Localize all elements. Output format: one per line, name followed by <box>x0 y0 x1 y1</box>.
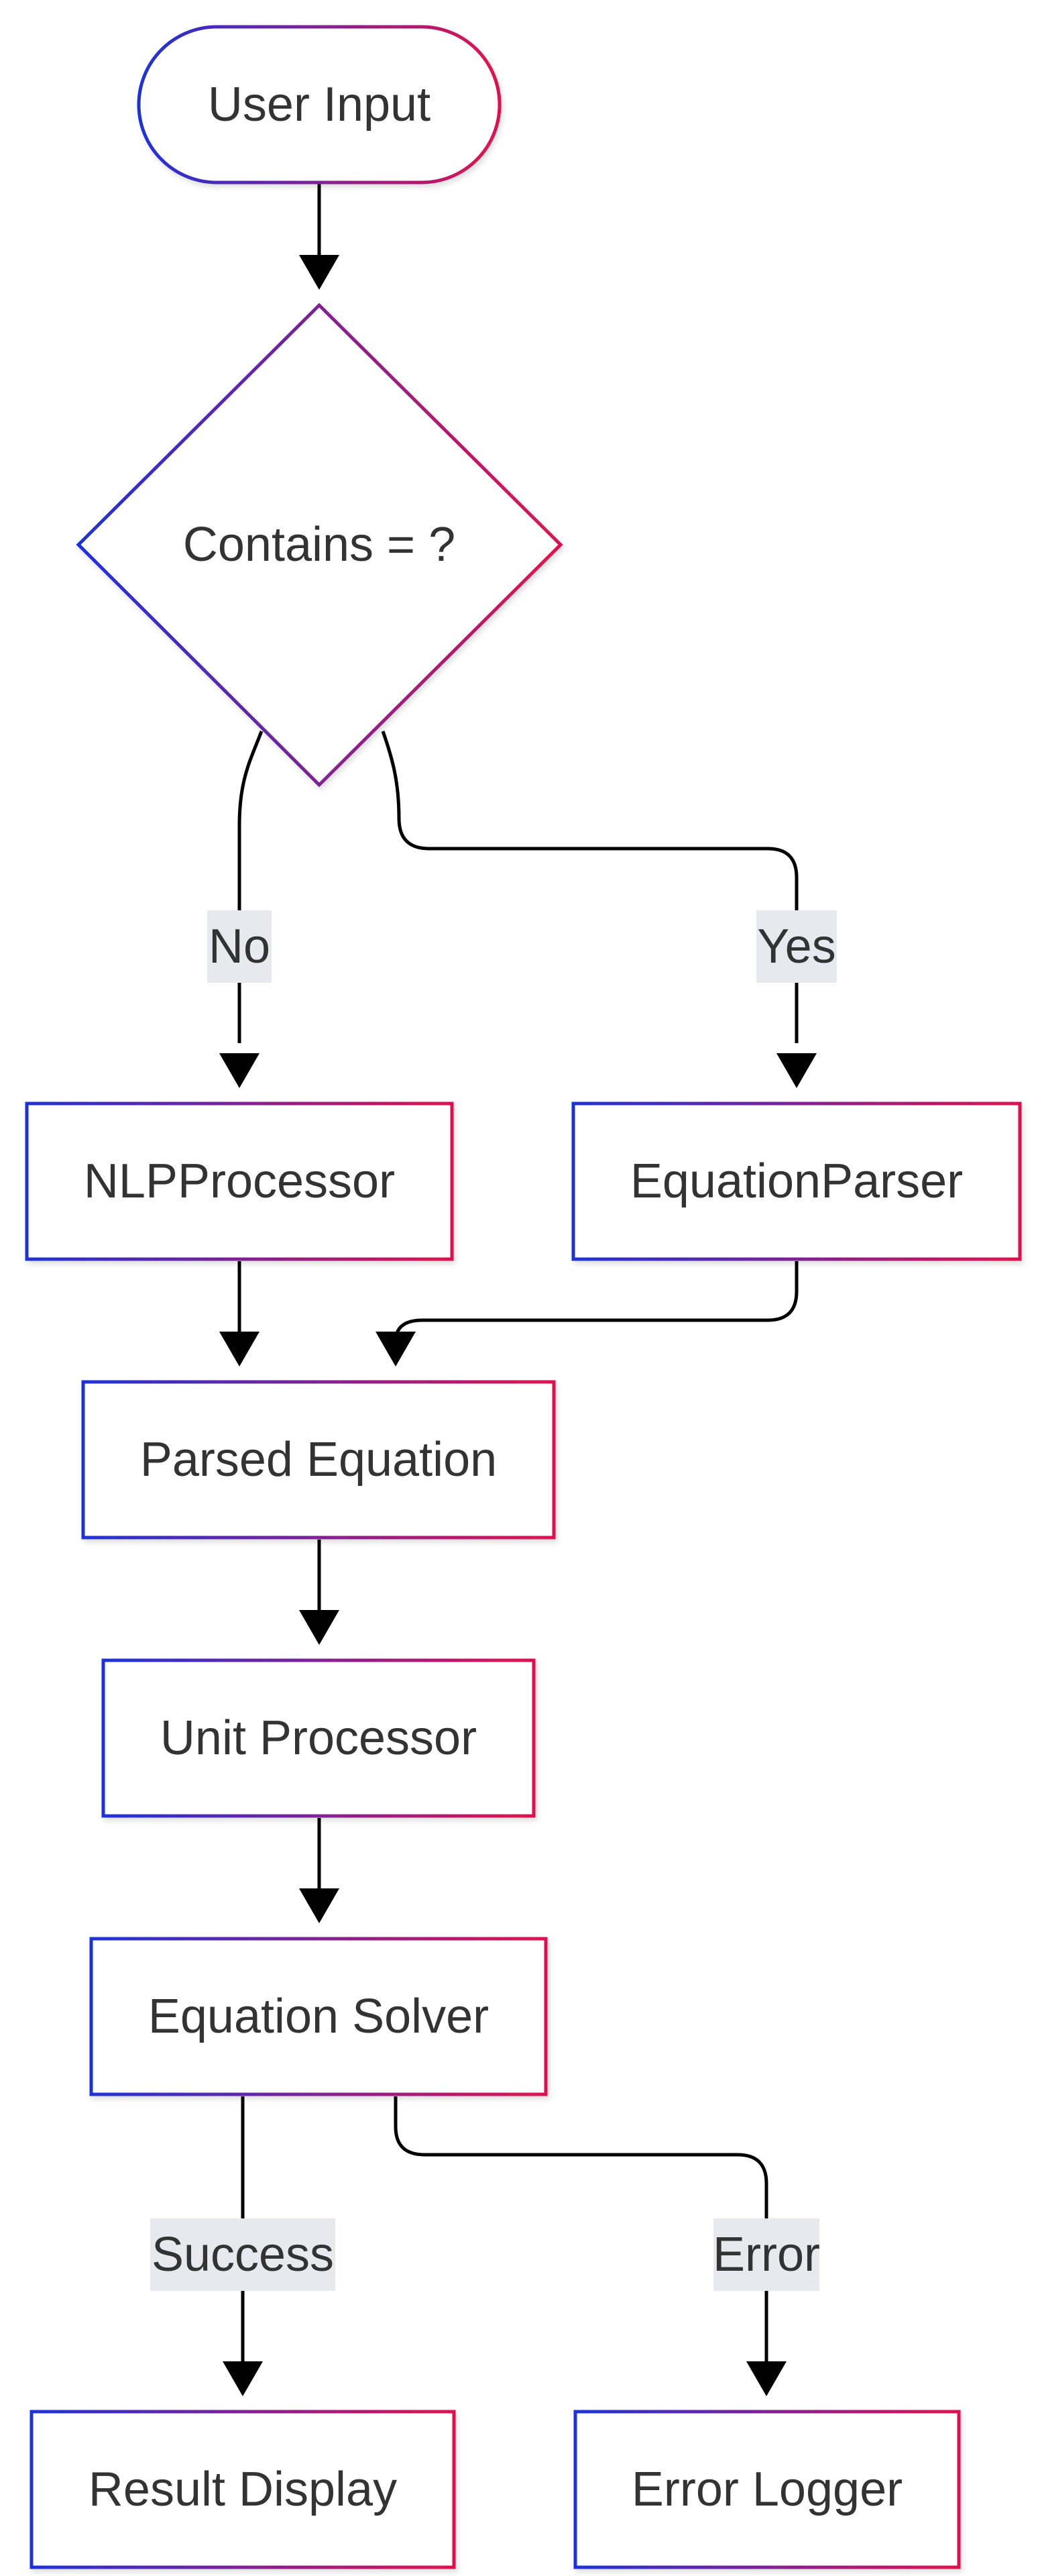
nodes: User Input Contains = ? NLPProcessor Equ… <box>25 25 1022 2569</box>
node-nlp-processor-label: NLPProcessor <box>84 1155 395 1208</box>
node-user-input-shape <box>137 25 502 184</box>
edge-solver-error <box>394 2096 787 2396</box>
node-result-display-shape <box>30 2410 456 2569</box>
node-unit-processor-shape <box>101 1658 536 1818</box>
node-equation-parser-shape <box>571 1102 1022 1261</box>
node-nlp-processor[interactable]: NLPProcessor <box>25 1102 454 1261</box>
edge-decision-no <box>219 731 264 1088</box>
node-contains-eq-shape <box>76 303 563 788</box>
node-parsed-equation[interactable]: Parsed Equation <box>81 1380 556 1540</box>
node-unit-processor[interactable]: Unit Processor <box>101 1658 536 1818</box>
edge-label-yes: Yes <box>756 910 837 983</box>
node-error-logger-shape <box>573 2410 961 2569</box>
edge-unit-to-solver <box>299 1818 339 1923</box>
edge-parser-to-parsed <box>375 1261 799 1366</box>
edge-labels: No Yes Success Error <box>150 910 837 2291</box>
node-equation-parser-label: EquationParser <box>630 1155 963 1208</box>
node-error-logger-label: Error Logger <box>632 2463 903 2516</box>
node-result-display[interactable]: Result Display <box>30 2410 456 2569</box>
node-user-input[interactable]: User Input <box>137 25 502 184</box>
node-unit-processor-label: Unit Processor <box>160 1711 477 1765</box>
edge-decision-yes <box>381 731 817 1088</box>
edge-label-success: Success <box>150 2218 335 2291</box>
node-user-input-label: User Input <box>208 78 430 131</box>
node-equation-parser[interactable]: EquationParser <box>571 1102 1022 1261</box>
edge-parsed-to-unit <box>299 1540 339 1645</box>
node-parsed-equation-label: Parsed Equation <box>140 1433 497 1487</box>
edge-nlp-to-parsed <box>219 1261 259 1366</box>
node-contains-eq-label: Contains = ? <box>183 518 455 572</box>
edge-label-error-text: Error <box>713 2228 820 2282</box>
edge-label-no: No <box>207 910 272 983</box>
node-nlp-processor-shape <box>25 1102 454 1261</box>
edge-label-yes-text: Yes <box>757 920 835 973</box>
node-equation-solver[interactable]: Equation Solver <box>89 1937 548 2096</box>
node-parsed-equation-shape <box>81 1380 556 1540</box>
edges <box>219 184 817 2396</box>
edge-user-input-to-decision <box>299 184 339 290</box>
node-equation-solver-label: Equation Solver <box>148 1990 489 2043</box>
edge-label-no-text: No <box>209 920 270 973</box>
node-error-logger[interactable]: Error Logger <box>573 2410 961 2569</box>
edge-label-success-text: Success <box>152 2228 334 2282</box>
node-equation-solver-shape <box>89 1937 548 2096</box>
node-result-display-label: Result Display <box>89 2463 397 2516</box>
node-contains-eq[interactable]: Contains = ? <box>76 303 563 788</box>
edge-label-error: Error <box>713 2218 820 2291</box>
